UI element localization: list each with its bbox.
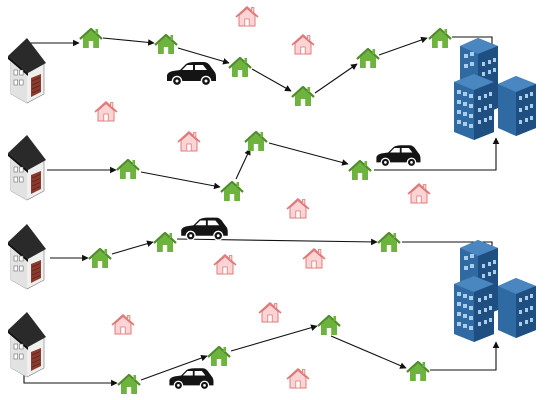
origin-home-icon — [7, 223, 47, 290]
vehicles — [166, 61, 422, 391]
unvisited-house-icon — [286, 368, 310, 389]
origin-home-icon — [7, 37, 47, 104]
route-arrow — [314, 63, 358, 94]
visited-house-icon — [219, 180, 245, 203]
visited-house-icon — [78, 27, 104, 50]
route-arrow — [177, 47, 230, 65]
origin-home-icon — [7, 134, 47, 201]
visited-house-icon — [115, 158, 141, 181]
route-arrow — [235, 148, 251, 180]
visited-house-icon — [227, 56, 253, 79]
unvisited-house-icon — [177, 131, 201, 152]
route-arrow — [176, 238, 378, 246]
unvisited-house-icon — [213, 254, 237, 275]
unvisited-house-icon — [94, 101, 118, 122]
car-icon — [375, 144, 422, 168]
unvisited-houses — [94, 6, 431, 389]
visited-house-icon — [206, 345, 232, 368]
car-icon — [180, 216, 229, 241]
route-arrow — [140, 171, 221, 190]
origin-home-icon — [7, 311, 47, 378]
visited-house-icon — [405, 360, 431, 383]
unvisited-house-icon — [111, 314, 135, 335]
route-arrow — [268, 142, 349, 166]
route-arrows — [23, 36, 500, 387]
route-arrow — [378, 36, 428, 56]
route-arrow — [430, 341, 500, 371]
route-arrow — [374, 137, 500, 171]
route-arrow — [111, 240, 154, 255]
visited-house-icon — [316, 314, 342, 337]
route-arrow — [140, 354, 208, 381]
office-buildings-icon — [454, 240, 536, 342]
visited-house-icon — [355, 47, 381, 70]
unvisited-house-icon — [258, 302, 282, 323]
visited-house-icon — [152, 231, 178, 254]
unvisited-house-icon — [407, 183, 431, 204]
route-arrow — [23, 370, 118, 387]
route-arrow — [230, 324, 318, 352]
route-arrow — [251, 68, 292, 92]
unvisited-house-icon — [235, 6, 259, 27]
origin-homes — [7, 37, 47, 378]
visited-house-icon — [376, 231, 402, 254]
unvisited-house-icon — [302, 248, 326, 269]
visited-house-icon — [153, 33, 179, 56]
route-arrow — [102, 37, 155, 46]
unvisited-house-icon — [291, 34, 315, 55]
route-arrow — [330, 335, 407, 369]
car-icon — [166, 61, 217, 87]
visited-house-icon — [87, 247, 113, 270]
visited-house-icon — [116, 373, 142, 396]
car-icon — [168, 367, 215, 391]
visited-house-icon — [347, 159, 373, 182]
office-buildings-icon — [454, 38, 536, 140]
visited-house-icon — [427, 27, 453, 50]
unvisited-house-icon — [286, 198, 310, 219]
visited-house-icon — [290, 85, 316, 108]
visited-house-icon — [243, 130, 269, 153]
visited-houses — [78, 27, 453, 396]
destination-buildings — [454, 38, 536, 342]
